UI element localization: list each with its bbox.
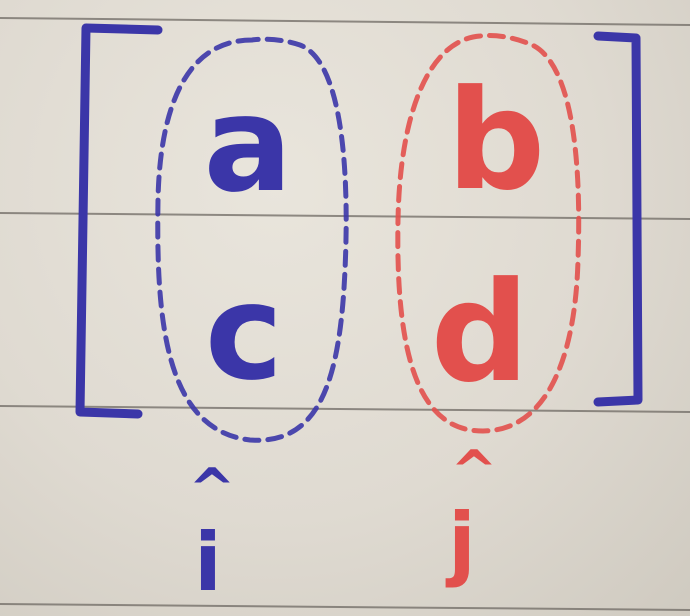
- matrix-entry-a: a: [203, 68, 292, 222]
- matrix-entry-b: b: [447, 60, 546, 221]
- i-hat-caret: ^: [189, 457, 236, 522]
- ruled-line: [0, 17, 690, 26]
- i-hat-letter: i: [194, 516, 221, 609]
- matrix-entry-d: d: [431, 252, 530, 413]
- ruled-line: [0, 405, 690, 413]
- j-hat-label: ^ j: [445, 439, 497, 589]
- right-bracket: [593, 31, 643, 407]
- matrix-entry-c: c: [205, 256, 283, 410]
- second-column-dashed-outline: [395, 33, 582, 434]
- j-hat-letter: j: [445, 496, 475, 589]
- ruled-lines: [0, 17, 690, 611]
- left-bracket: [75, 23, 163, 419]
- i-hat-label: ^ i: [189, 457, 236, 609]
- first-column-dashed-outline: [155, 36, 349, 443]
- j-hat-caret: ^: [451, 439, 498, 504]
- ruled-line: [0, 603, 690, 611]
